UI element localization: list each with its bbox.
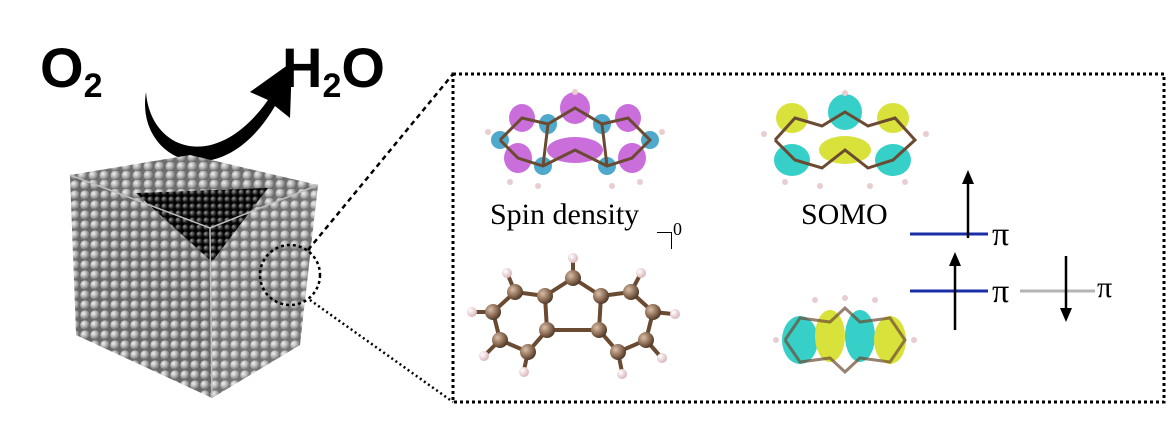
pi-label-somo: π [992, 216, 1010, 253]
reactant-symbol: O [40, 36, 84, 99]
product-label: H2O [282, 40, 385, 105]
spin-density-molecule [485, 89, 665, 189]
product-subscript: 2 [322, 67, 342, 105]
zoom-callout [258, 73, 454, 404]
reactant-subscript: 2 [83, 67, 103, 105]
spin-density-label: Spin density [490, 198, 640, 231]
orbital-molecule [773, 295, 917, 375]
detail-panel [451, 72, 1166, 404]
somo-label: SOMO [801, 198, 888, 231]
product-symbol-o: O [341, 36, 385, 99]
fluorenyl-molecule [467, 253, 680, 379]
energy-diagram [910, 170, 1095, 330]
superscript-zero: 0 [673, 219, 682, 239]
somo-molecule [761, 90, 929, 189]
nanocube [69, 155, 319, 399]
pi-label-right: π [1097, 271, 1113, 304]
product-symbol-h: H [282, 36, 323, 99]
superscript-bracket [657, 232, 672, 249]
reactant-label: O2 [40, 40, 103, 105]
pi-label-lower: π [992, 273, 1010, 310]
reaction-arrow [145, 62, 292, 162]
